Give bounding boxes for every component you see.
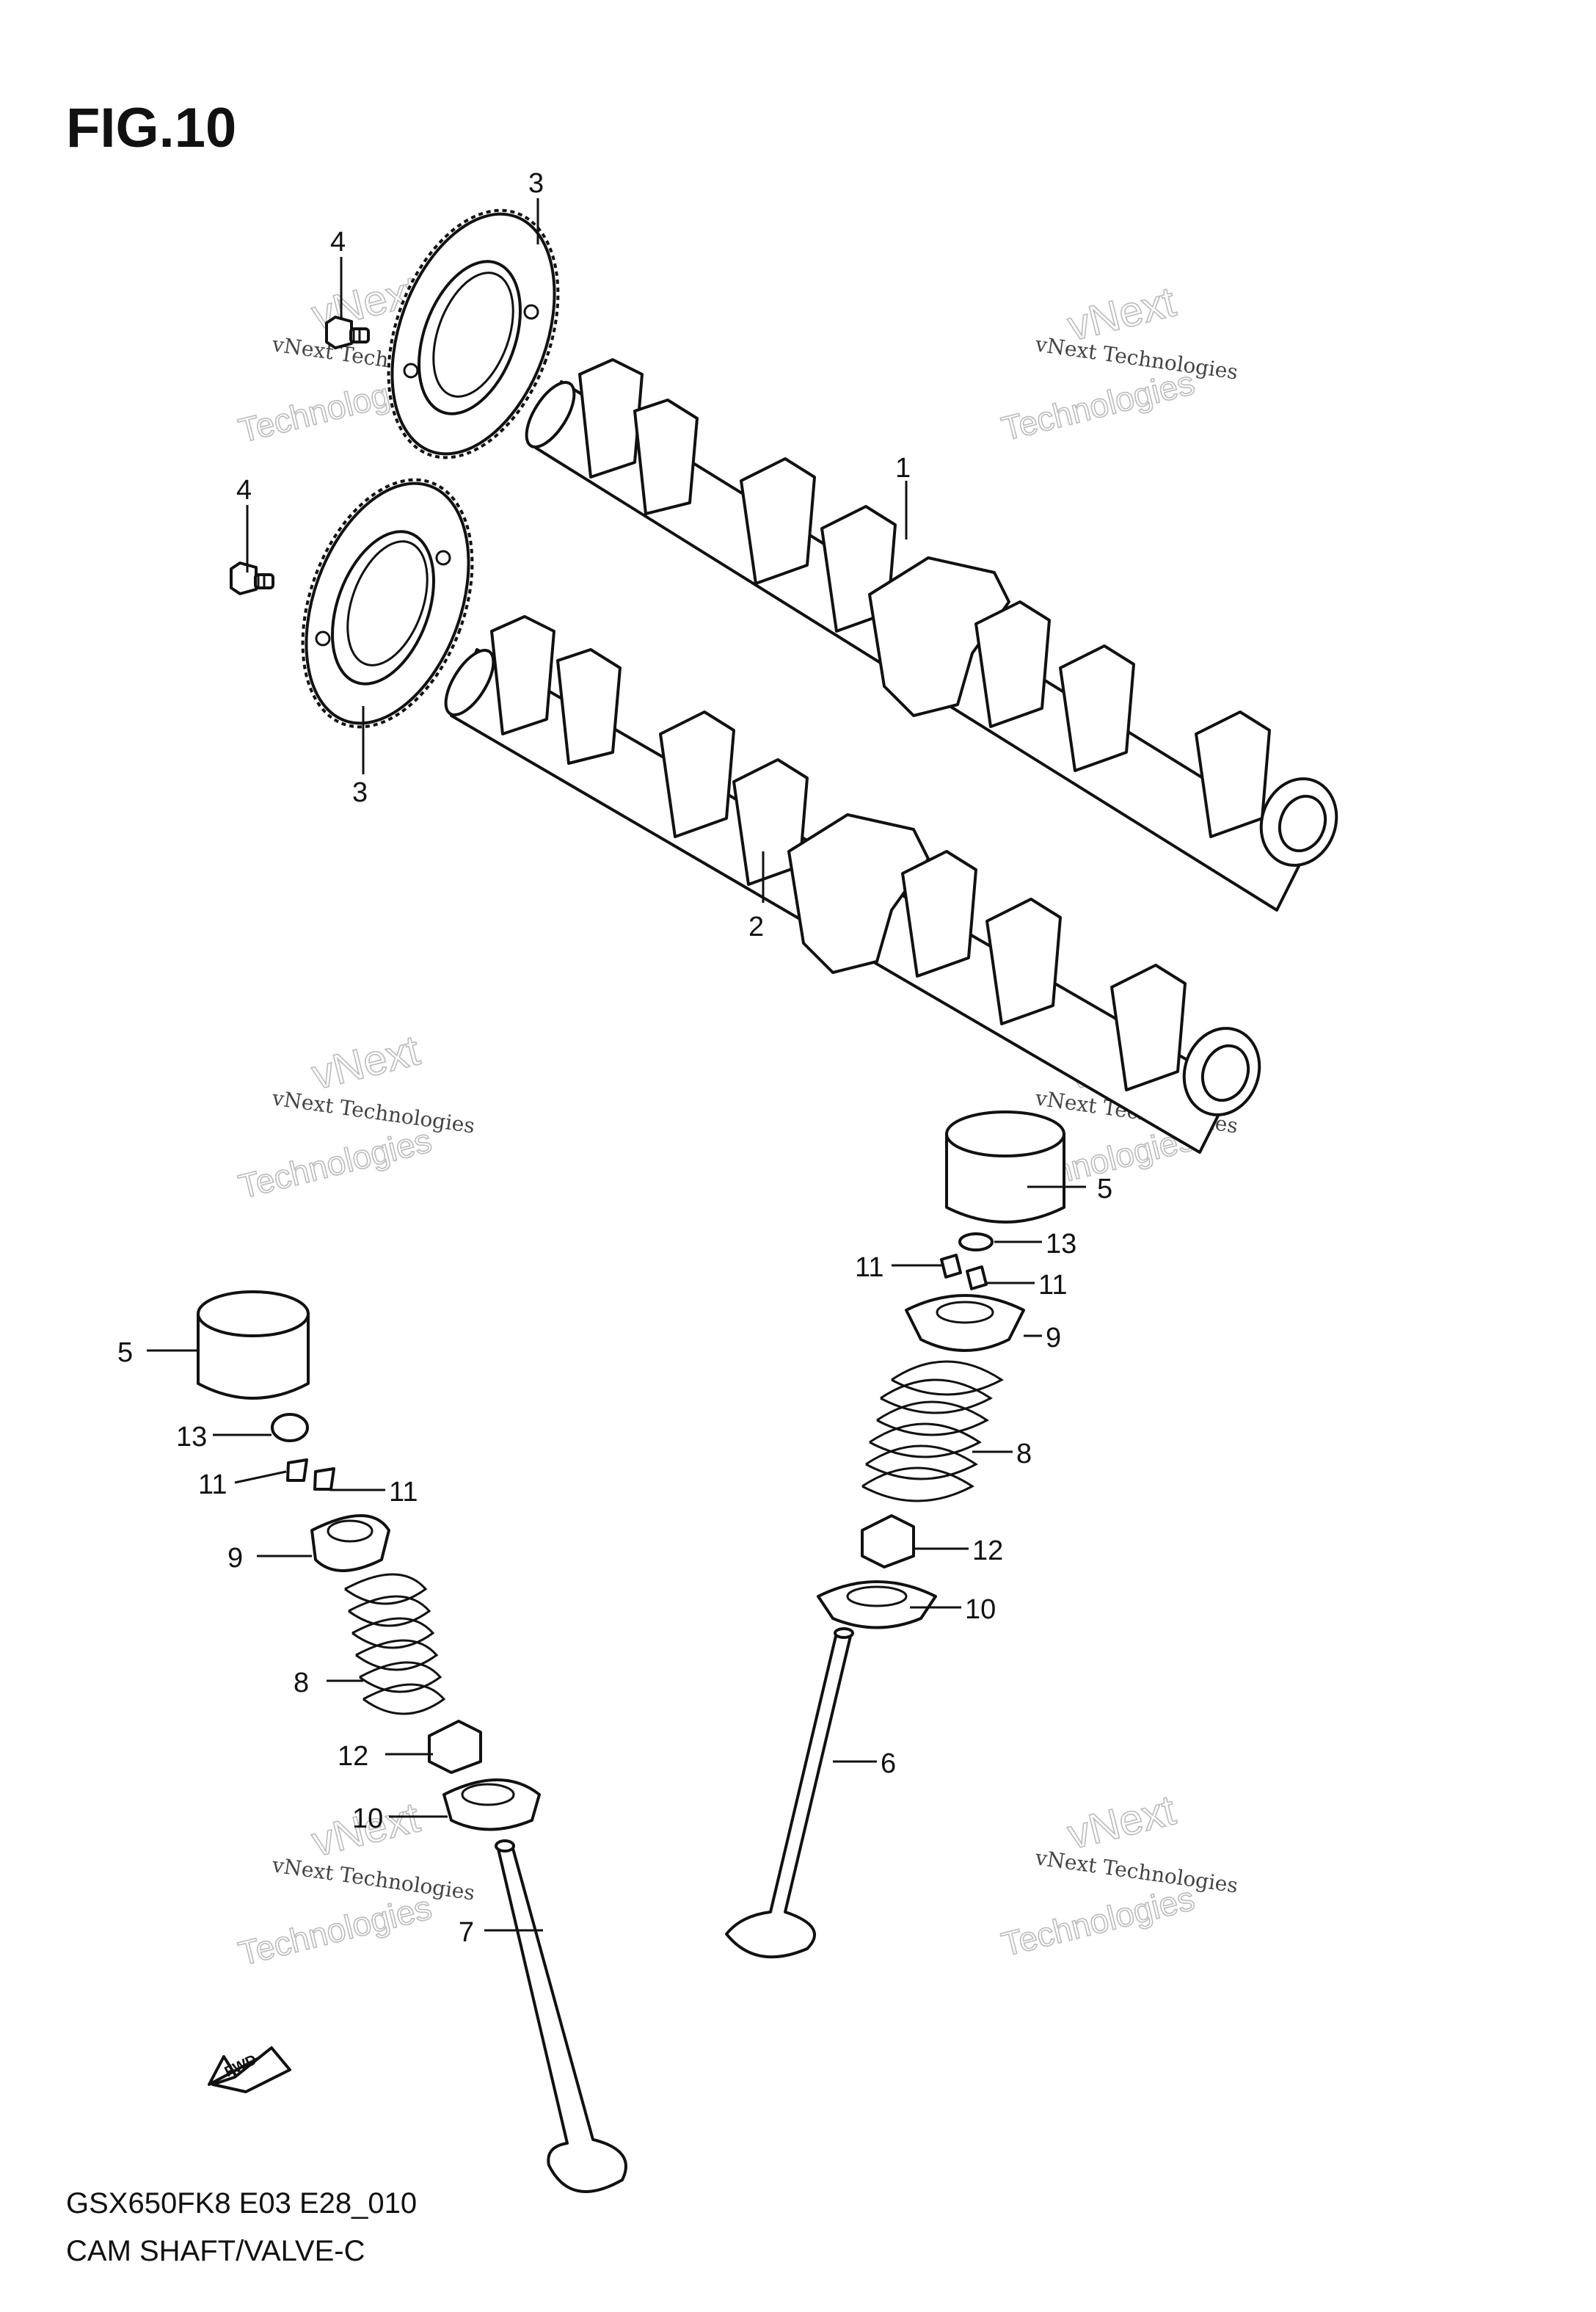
callout-11-right-b: 11 [1038,1270,1067,1301]
svg-text:vNext Technologies: vNext Technologies [270,1086,476,1138]
svg-text:Technologies: Technologies [235,1888,435,1972]
valve-stem-seal-left [428,1720,482,1774]
callout-4-upper: 4 [330,227,346,258]
camshaft-lower [444,615,1261,1154]
callout-10-left: 10 [352,1803,383,1834]
callout-5-right: 5 [1097,1174,1112,1204]
callout-11-right-a: 11 [855,1252,883,1283]
svg-text:Technologies: Technologies [235,1121,435,1205]
tappet-right [945,1110,1065,1224]
watermark-top-right: vNext vNext Technologies Technologies [997,277,1239,448]
svg-text:vNext: vNext [307,1026,425,1099]
callout-7: 7 [459,1917,474,1948]
cam-sprocket-upper [387,208,560,459]
model-code: GSX650FK8 E03 E28_010 [66,2187,417,2220]
fwd-arrow-icon: FWD [208,2046,291,2093]
callout-13-left: 13 [176,1422,207,1453]
callout-5-left: 5 [117,1337,133,1368]
camshaft-upper [525,358,1338,912]
svg-text:vNext Technologies: vNext Technologies [1033,1845,1239,1898]
watermark-mid-left: vNext vNext Technologies Technologies [234,1026,476,1207]
svg-text:vNext: vNext [1063,1786,1181,1858]
leader-lines [147,198,1086,1932]
svg-text:vNext Technologies: vNext Technologies [270,1853,476,1905]
sprocket-bolt-lower [230,561,274,595]
callout-3-upper: 3 [528,168,544,199]
spring-seat-left [442,1778,541,1831]
svg-text:Technologies: Technologies [998,1879,1198,1963]
svg-text:Technologies: Technologies [998,363,1198,448]
callout-1: 1 [895,453,911,484]
callout-11-left-b: 11 [389,1477,418,1508]
spring-retainer-left [310,1514,390,1572]
callout-8-right: 8 [1016,1439,1032,1469]
callout-11-left-a: 11 [198,1469,227,1500]
spring-seat-right [817,1580,937,1629]
tappet-left [197,1290,310,1400]
watermark-bottom-right: vNext vNext Technologies Technologies [997,1786,1239,1964]
callout-8-left: 8 [294,1668,309,1698]
valve-exhaust [725,1627,854,1959]
callout-6: 6 [881,1748,896,1779]
cotter-right [940,1254,988,1290]
callout-12-right: 12 [972,1535,1003,1566]
callout-2: 2 [748,912,764,942]
valve-spring-right [861,1360,1004,1502]
callout-10-right: 10 [965,1594,996,1625]
callout-13-right: 13 [1046,1229,1076,1259]
valve-intake [495,1839,627,2193]
callout-12-left: 12 [338,1741,368,1772]
shim-left [271,1413,309,1442]
shim-right [958,1232,994,1251]
figure-title: FIG.10 [66,97,236,159]
figure-caption: CAM SHAFT/VALVE-C [66,2235,365,2267]
valve-spring-left [344,1573,446,1715]
callout-3-lower: 3 [352,777,368,808]
cotter-left [286,1458,335,1491]
valve-stem-seal-right [861,1514,915,1568]
callout-4-lower: 4 [236,475,252,506]
spring-retainer-right [905,1294,1025,1352]
callout-9-left: 9 [227,1543,243,1574]
cam-sprocket-lower [301,478,474,729]
sprocket-bolt-upper [325,316,370,349]
callout-9-right: 9 [1046,1323,1061,1353]
